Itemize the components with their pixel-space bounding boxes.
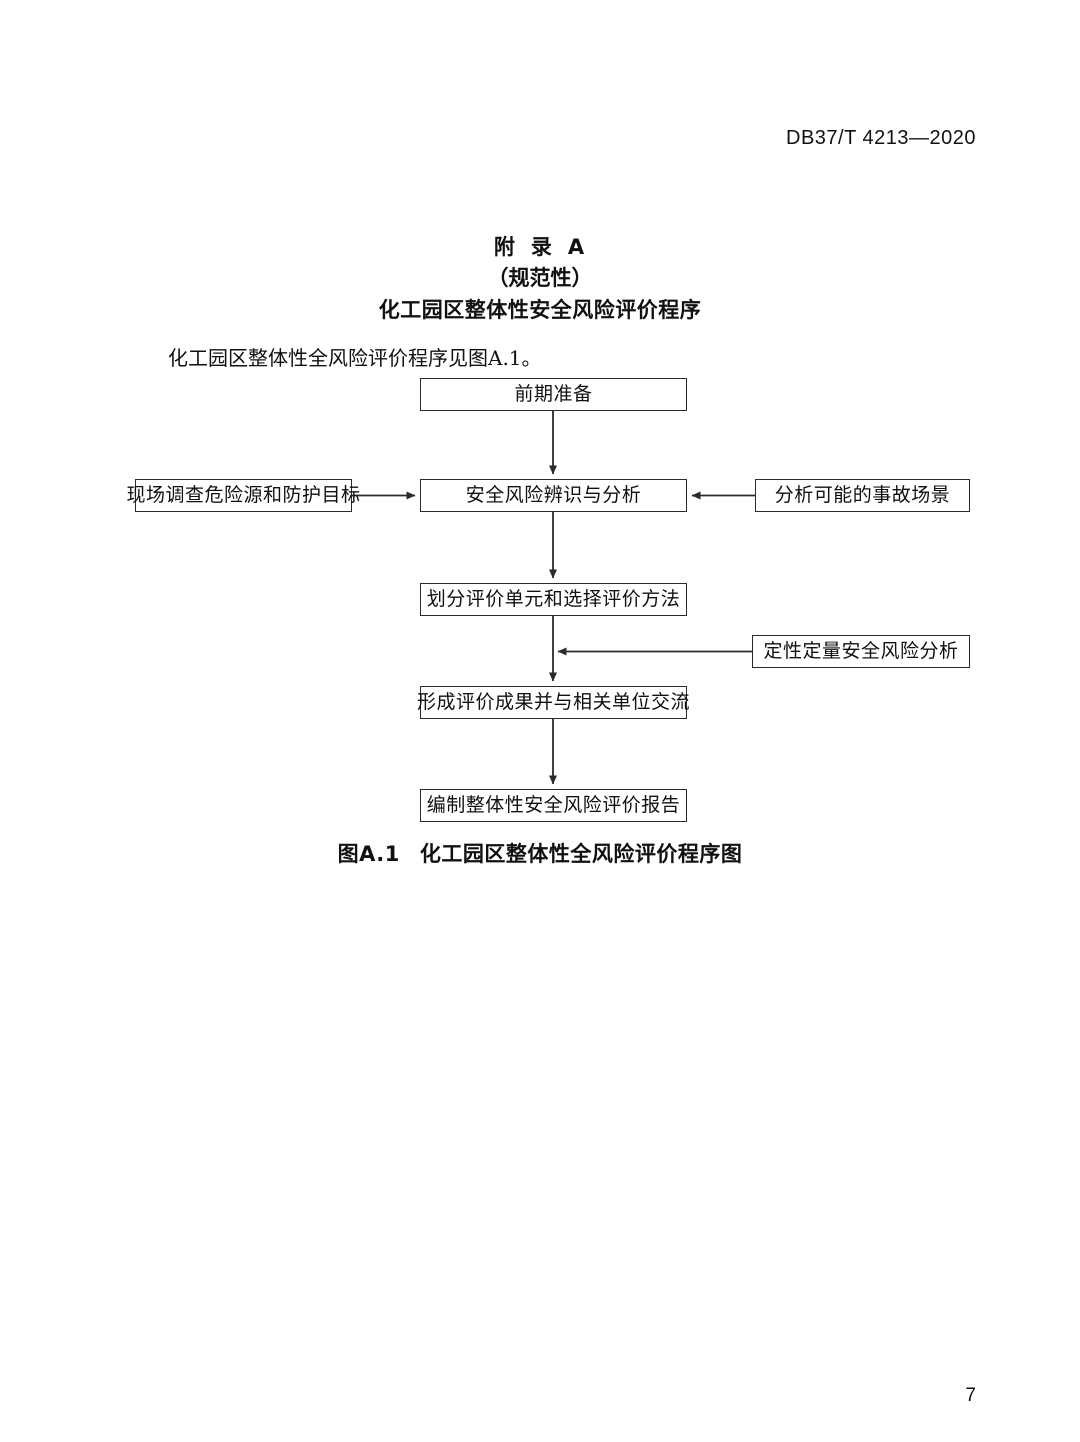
flow-node-site-survey[interactable]: 现场调查危险源和防护目标 xyxy=(127,479,360,512)
flow-node-accident-scenarios[interactable]: 分析可能的事故场景 xyxy=(755,479,970,512)
flow-node-qualitative-quantitative-analysis[interactable]: 定性定量安全风险分析 xyxy=(752,635,970,668)
flowchart: 前期准备 现场调查危险源和防护目标 安全风险辨识与分析 分析可能的事故场景 划分… xyxy=(127,378,970,822)
intro-paragraph: 化工园区整体性全风险评价程序见图A.1。 xyxy=(168,346,542,370)
annex-kind: （规范性） xyxy=(487,266,593,290)
flow-node-evaluation-units[interactable]: 划分评价单元和选择评价方法 xyxy=(420,583,687,616)
annex-name: 化工园区整体性安全风险评价程序 xyxy=(378,298,702,322)
figure-caption: 图A.1 化工园区整体性全风险评价程序图 xyxy=(0,838,1080,868)
annex-label-mid: 录 xyxy=(530,235,554,259)
figure-caption-number: 图A.1 xyxy=(337,842,400,866)
figure-caption-title: 化工园区整体性全风险评价程序图 xyxy=(419,842,743,866)
page-number: 7 xyxy=(965,1385,976,1406)
page-header-standard-id: DB37/T 4213—2020 xyxy=(786,127,976,149)
annex-label-letter: A xyxy=(567,235,587,259)
flowchart-connectors xyxy=(352,411,755,785)
annex-label-prefix: 附 xyxy=(493,235,517,259)
flow-node-results-exchange[interactable]: 形成评价成果并与相关单位交流 xyxy=(417,686,690,719)
flow-node-risk-identification[interactable]: 安全风险辨识与分析 xyxy=(420,479,687,512)
flow-node-final-report[interactable]: 编制整体性安全风险评价报告 xyxy=(420,789,687,822)
flow-node-preparation[interactable]: 前期准备 xyxy=(420,378,687,411)
